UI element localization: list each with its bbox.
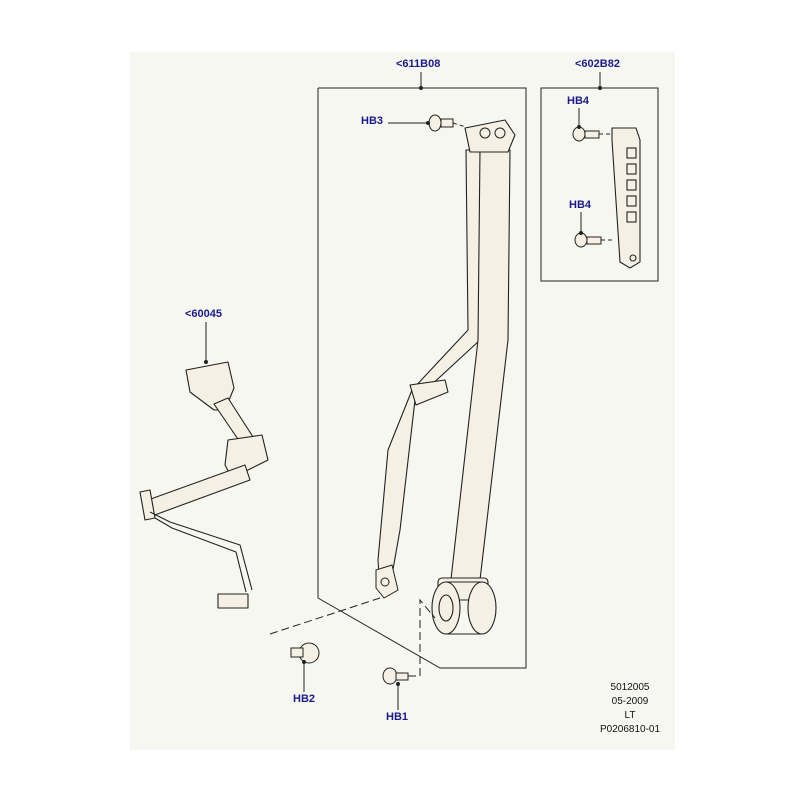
height-adjuster-rail [611,127,641,269]
info-line-2: 05-2009 [611,696,649,707]
bolt-hb4-top-part [572,126,600,142]
bolt-hb4-top-label[interactable]: HB4 [567,95,590,107]
shoulder-belt-group-label[interactable]: <611B08 [396,58,441,70]
bolt-hb2-part [290,642,320,664]
info-line-3: LT [624,710,636,721]
bolt-hb2-label[interactable]: HB2 [293,693,316,705]
bolt-hb1-centerline [408,598,436,677]
belt-retractor [431,577,497,635]
buckle-group-label[interactable]: <60045 [185,308,223,320]
leader-dots [204,86,602,686]
bolt-hb4-bottom-label[interactable]: HB4 [569,199,592,211]
bolt-hb3-label[interactable]: HB3 [361,115,384,127]
height-adjuster-group-label[interactable]: <602B82 [575,58,620,70]
bolt-hb4-bottom-part [574,232,602,248]
info-line-1: 5012005 [610,682,650,693]
seat-belt-webbing [377,119,516,591]
upper-anchor-fitting [479,127,506,139]
bolt-hb2-centerline [269,597,381,635]
shoulder-belt-group-frame [317,87,527,669]
bolt-hb1-label[interactable]: HB1 [386,711,409,723]
seat-belt-buckle [139,361,269,609]
bolt-hb3-centerline [452,122,467,128]
lower-anchor-plate [375,564,399,599]
info-block: 5012005 05-2009 LT P0206810-01 [580,682,680,735]
info-line-4: P0206810-01 [599,724,661,735]
